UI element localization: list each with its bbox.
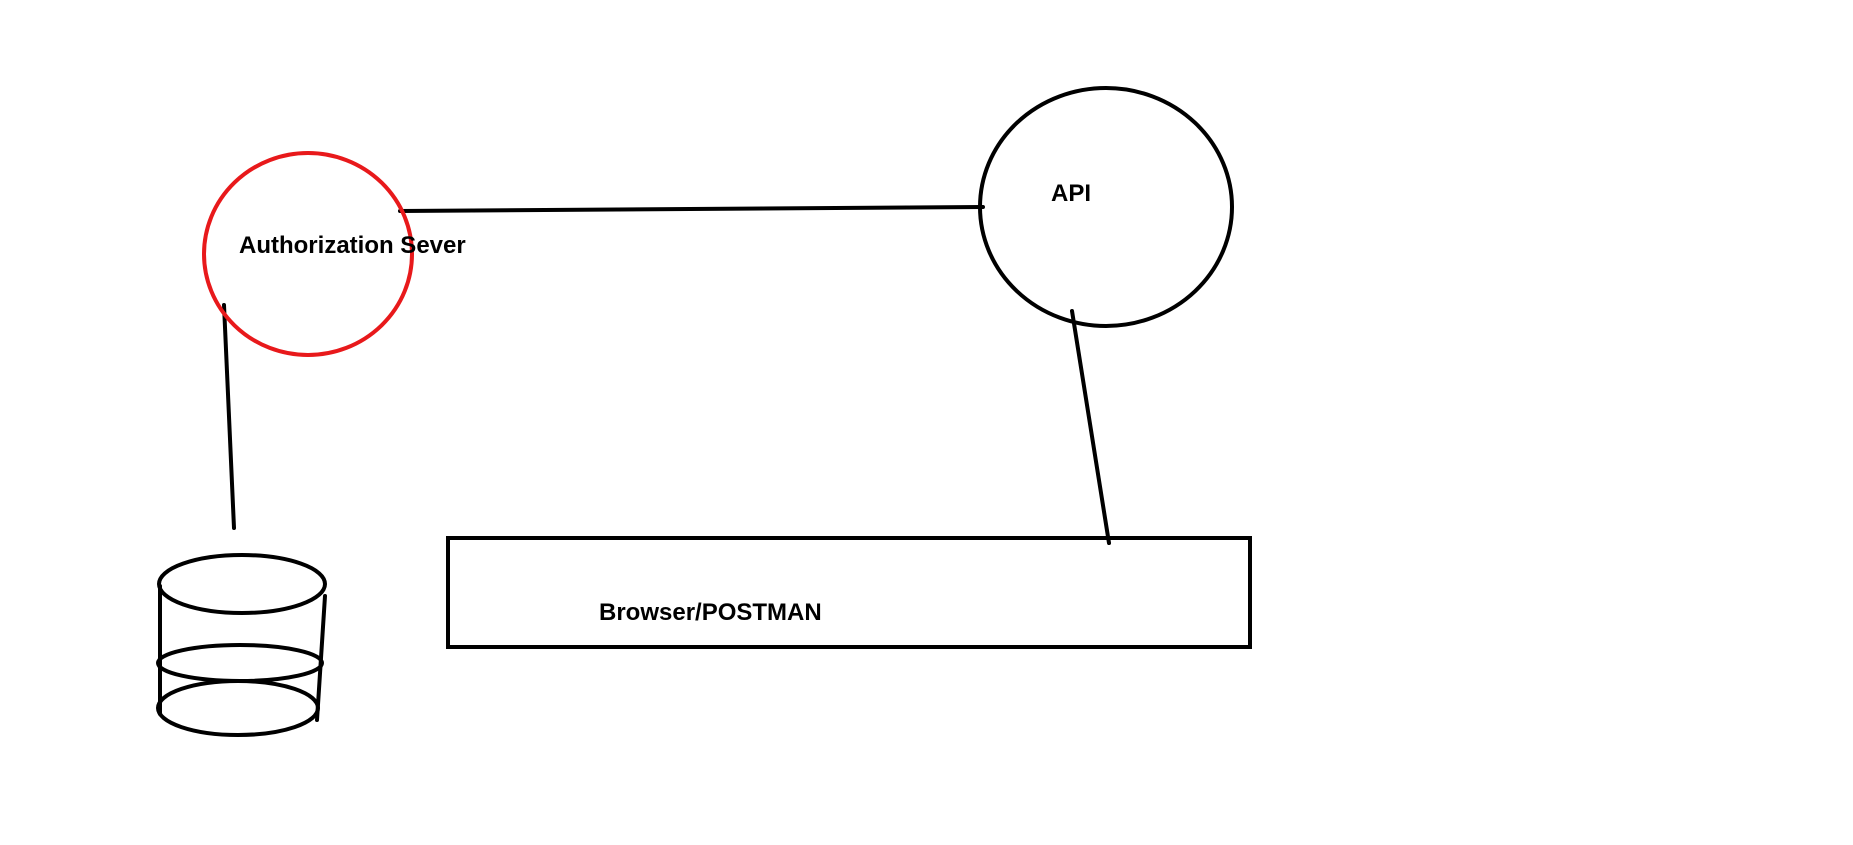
authorization-server-label: Authorization Sever bbox=[239, 232, 466, 259]
authorization-server-node bbox=[202, 151, 414, 357]
api-label: API bbox=[1051, 180, 1092, 207]
browser-postman-node bbox=[446, 536, 1252, 649]
browser-postman-label: Browser/POSTMAN bbox=[599, 599, 822, 626]
edge-authserver-api bbox=[398, 205, 985, 213]
database-icon bbox=[156, 553, 327, 737]
edge-api-browser bbox=[1070, 309, 1111, 545]
edge-authserver-database bbox=[222, 303, 236, 530]
api-node bbox=[978, 86, 1234, 328]
